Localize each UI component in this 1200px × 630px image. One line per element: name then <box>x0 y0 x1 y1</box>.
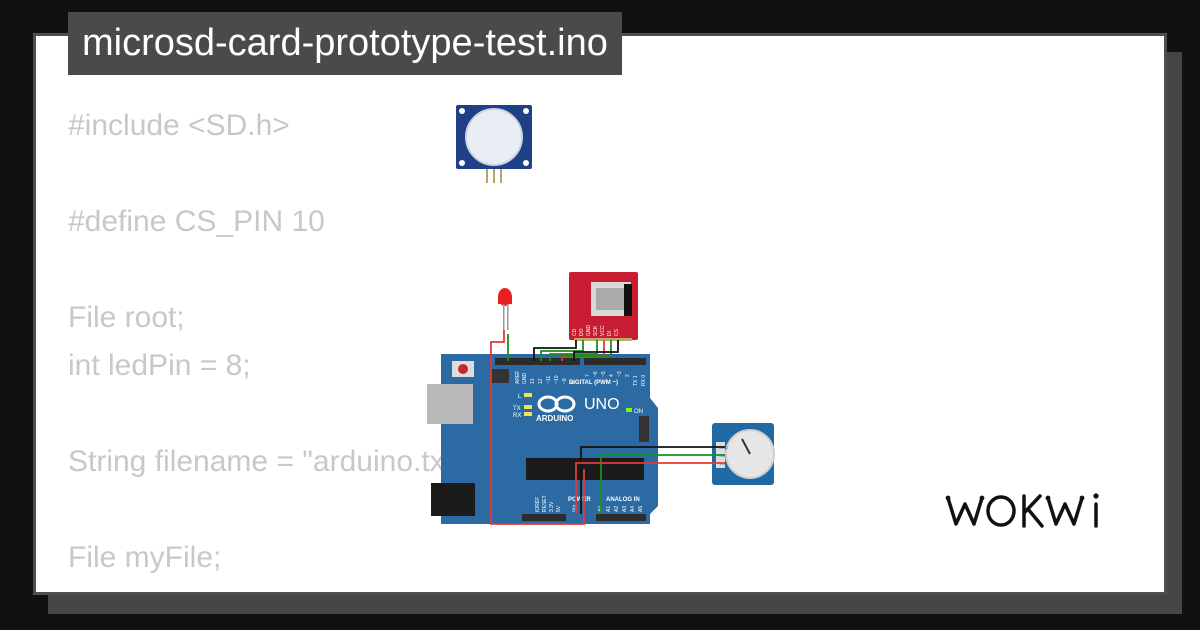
pin-label: A3 <box>622 506 628 512</box>
pin-label: ~10 <box>554 375 560 384</box>
digital-header-label: DIGITAL (PWM ~) <box>569 380 618 386</box>
pin-label: 2 <box>625 374 631 377</box>
pir-sensor[interactable] <box>456 105 532 183</box>
pin-label: RESET <box>542 495 548 512</box>
pin-label: IOREF <box>535 497 541 512</box>
file-title: microsd-card-prototype-test.ino <box>68 12 622 75</box>
pin-label: A1 <box>606 506 612 512</box>
pin-label: GND <box>522 373 528 385</box>
wokwi-logo <box>945 493 1099 528</box>
arduino-logo-icon <box>537 395 576 413</box>
sd-pin-label: CD <box>572 328 578 336</box>
code-line: int ledPin = 8; <box>68 349 251 382</box>
sd-pin-labels: CD DO GND SCK VCC DI CS <box>572 325 620 337</box>
sd-pin-label: SCK <box>593 325 599 336</box>
rx-led-label: RX <box>513 413 521 419</box>
on-led-label: ON <box>634 409 643 415</box>
microsd-module[interactable]: CD DO GND SCK VCC DI CS <box>569 272 638 341</box>
power-header-label: POWER <box>568 497 591 503</box>
pin-label: A5 <box>638 506 644 512</box>
pin-label: 13 <box>530 378 536 384</box>
code-line: File root; <box>68 301 185 334</box>
pin-label: ~5 <box>601 371 607 377</box>
sd-pin-label: VCC <box>600 325 606 336</box>
pin-label: 4 <box>609 374 615 377</box>
pin-label: 7 <box>585 374 591 377</box>
sd-pin-label: GND <box>586 325 592 337</box>
preview-card: #include <SD.h> #define CS_PIN 10 File r… <box>33 33 1167 595</box>
pin-label: 12 <box>538 378 544 384</box>
code-line: int number = 50; <box>68 582 472 592</box>
l-led-label: L <box>518 394 522 400</box>
circuit-diagram: CD DO GND SCK VCC DI CS <box>427 105 775 525</box>
sd-pin-label: DI <box>607 331 613 336</box>
wires <box>490 330 725 525</box>
tx-led-label: TX <box>513 406 521 412</box>
pin-label: Vin <box>572 505 578 512</box>
pin-label: 5V <box>556 505 562 512</box>
pin-label: RX 0 <box>641 375 647 386</box>
pin-label: 8 <box>570 381 576 384</box>
sd-pin-label: CS <box>614 328 620 336</box>
sd-pin-label: DO <box>579 328 585 336</box>
code-line: #include <SD.h> <box>68 109 290 142</box>
red-led[interactable] <box>498 288 512 334</box>
board-brand: ARDUINO <box>536 414 573 423</box>
pin-label: 3.3V <box>549 501 555 512</box>
code-preview: #include <SD.h> #define CS_PIN 10 File r… <box>68 102 472 592</box>
pin-label: ~6 <box>593 371 599 377</box>
pin-label: A2 <box>614 506 620 512</box>
analog-header-label: ANALOG IN <box>606 497 640 503</box>
pin-label: ~11 <box>546 376 552 384</box>
pin-label: A4 <box>630 506 636 512</box>
pin-label: ~3 <box>617 371 623 377</box>
pin-label: AREF <box>515 371 521 384</box>
code-line: #define CS_PIN 10 <box>68 205 325 238</box>
board-model: UNO <box>584 396 620 413</box>
potentiometer[interactable]: GND SIG VCC <box>712 423 775 485</box>
arduino-uno-board[interactable]: ARDUINO UNO DIGITAL (PWM ~) ANALOG IN PO… <box>427 354 658 524</box>
pin-label: ~9 <box>562 378 568 384</box>
pin-label: TX 1 <box>633 375 639 386</box>
code-line: File myFile; <box>68 541 222 574</box>
